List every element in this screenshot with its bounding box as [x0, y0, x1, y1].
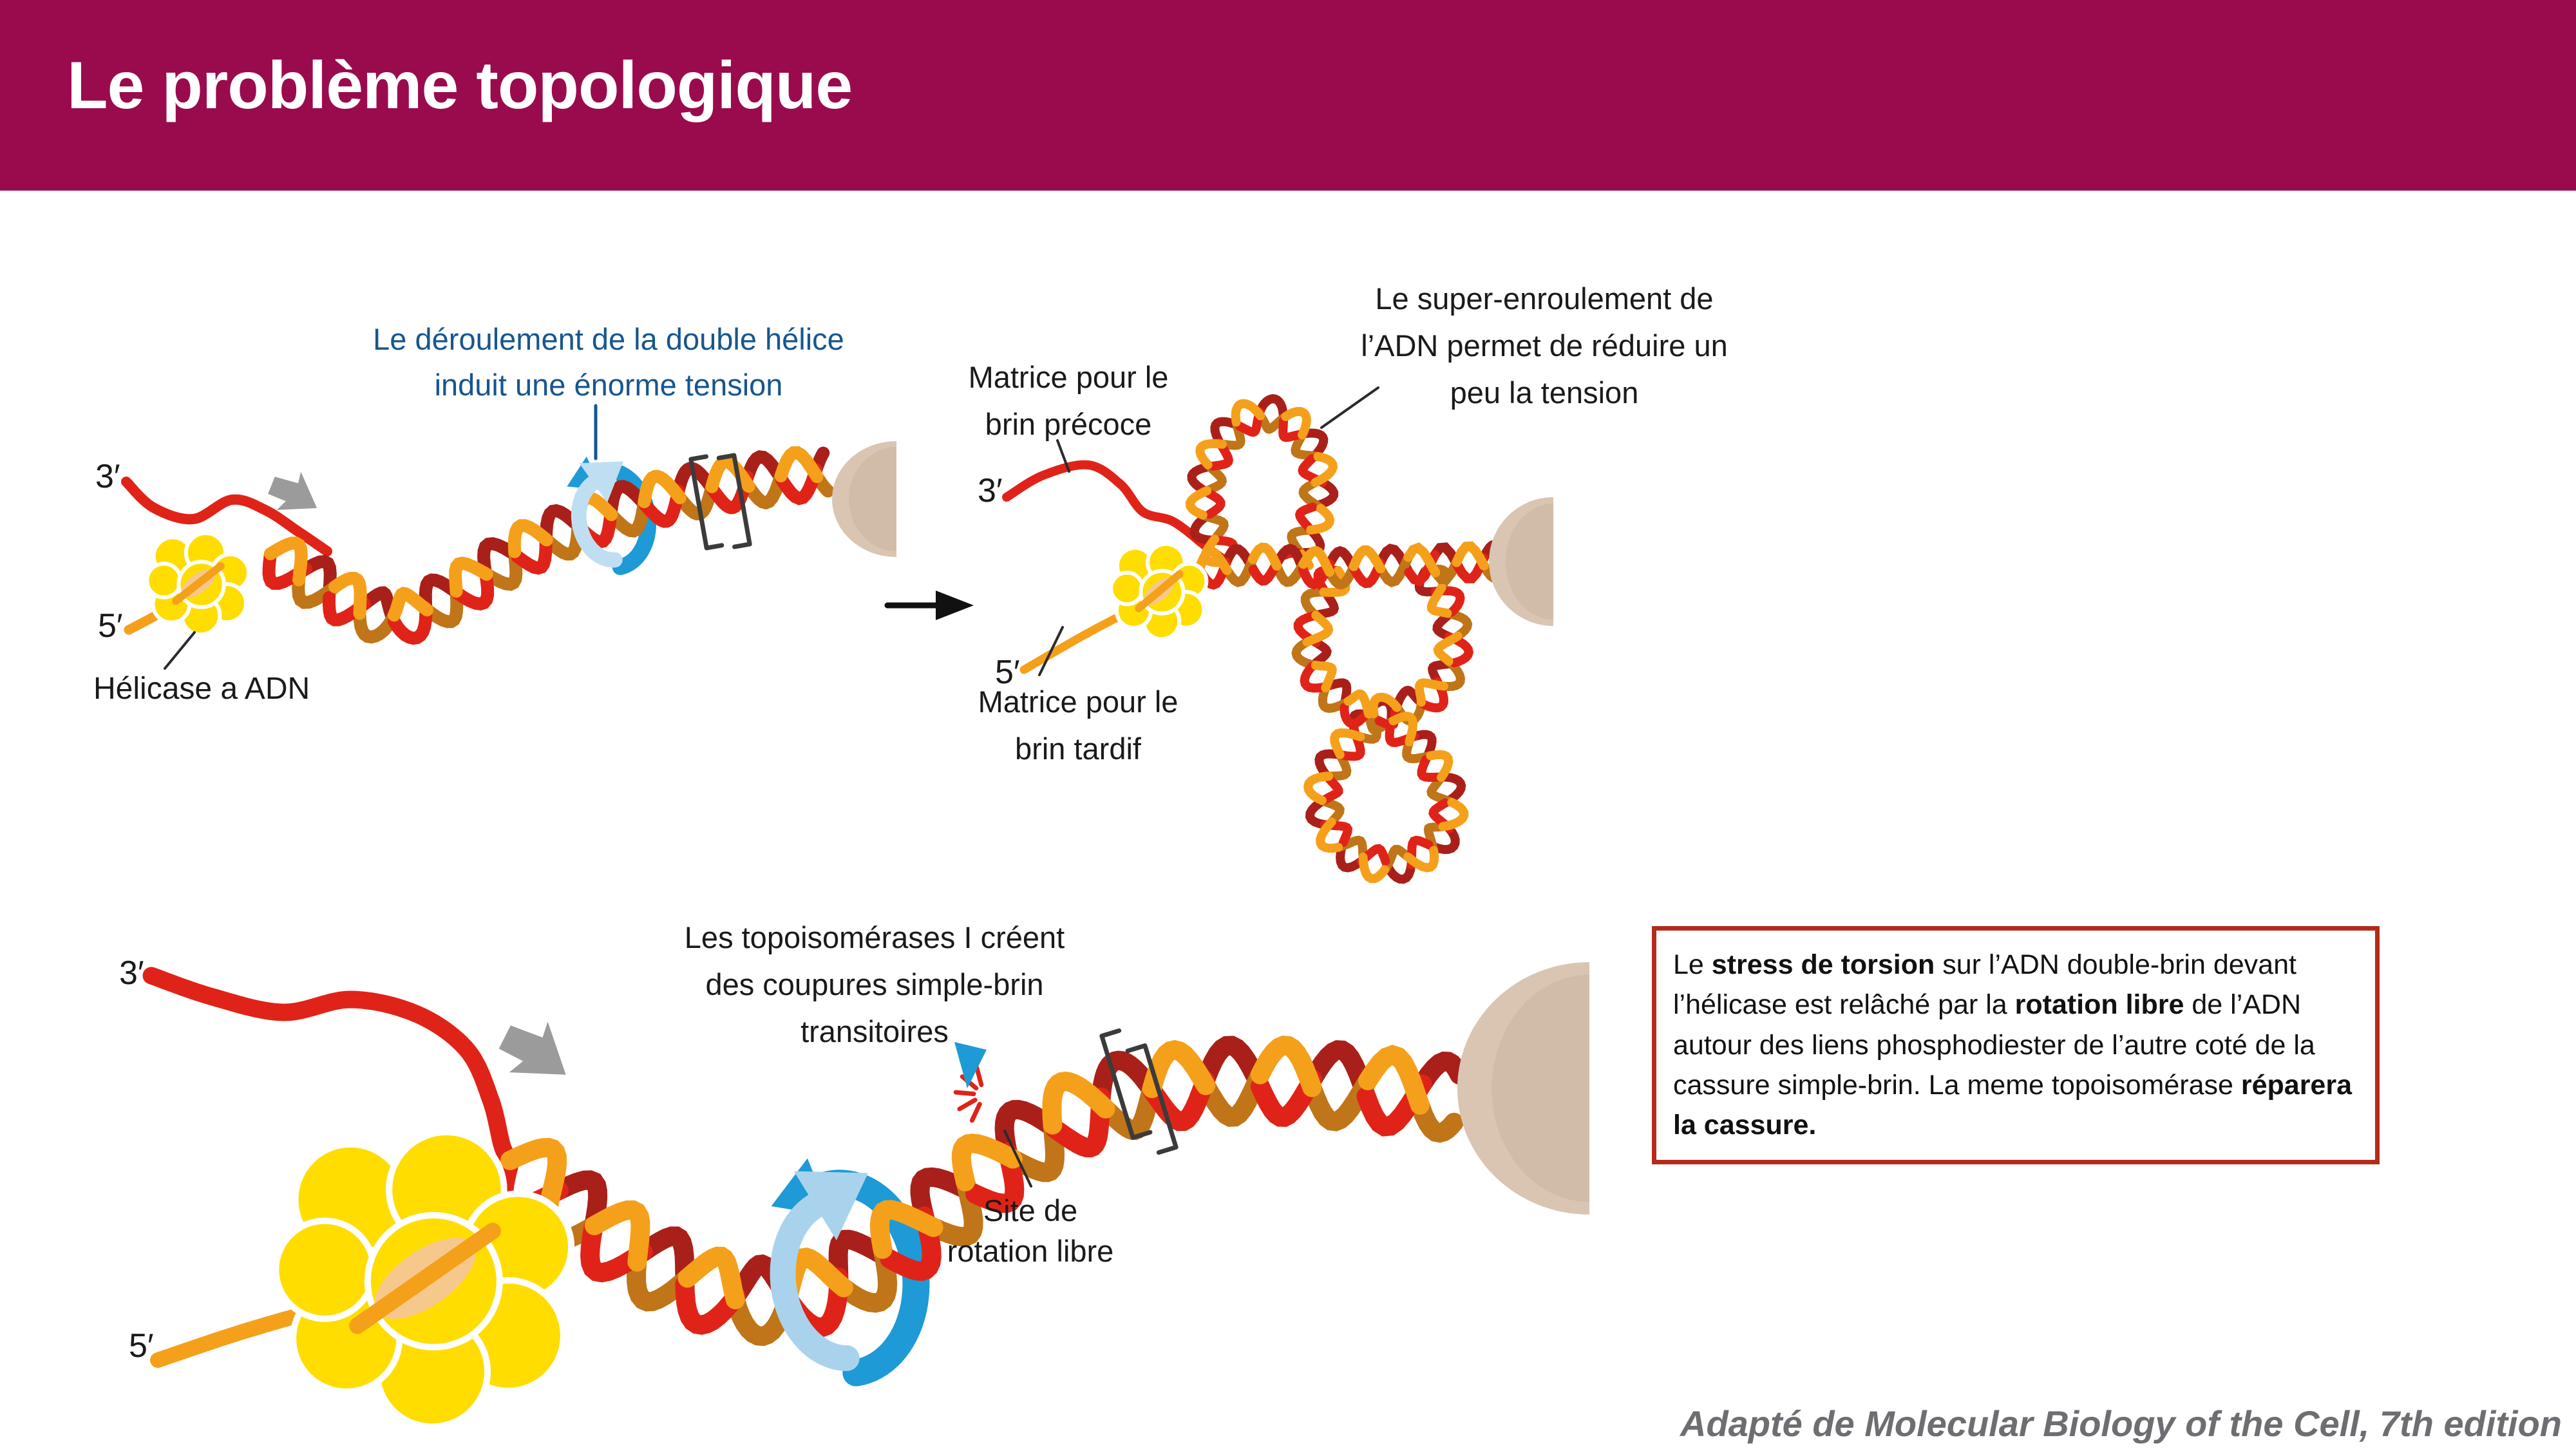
- red-strand: [142, 967, 519, 1168]
- helix-strand: [549, 1036, 1470, 1312]
- rotation-ring-front-icon: [770, 1171, 868, 1371]
- helix-strand: [1194, 541, 1489, 578]
- helicase-lobe: [145, 562, 183, 600]
- title-banner: Le problème topologique: [0, 0, 2576, 191]
- supercoil-caption: Le super-enroulement de l’ADN permet de …: [1361, 281, 1728, 410]
- leading-pointer-line: [1056, 439, 1070, 473]
- nick-ray: [974, 1065, 984, 1088]
- five-prime-label-2: 5′: [995, 654, 1020, 691]
- nick-ray: [957, 1097, 978, 1112]
- unwinding-tension-caption: Le déroulement de la double hélice indui…: [373, 322, 844, 402]
- bracket-left-icon: [1099, 1028, 1153, 1140]
- free-rotation-site-label: Site de rotation libre: [947, 1193, 1114, 1269]
- supercoil-loop: [1185, 394, 1339, 571]
- helix-strand: [264, 446, 824, 622]
- page-title: Le problème topologique: [67, 48, 853, 123]
- step-arrowhead: [936, 591, 974, 620]
- helix-strand: [1222, 552, 1499, 590]
- threading-strand: [1135, 570, 1184, 612]
- nick-ray: [953, 1090, 976, 1097]
- torsion-infobox: Le stress de torsion sur l’ADN double-br…: [1652, 926, 2380, 1164]
- bracket-left-icon: [688, 454, 724, 551]
- five-prime-label-1: 5′: [98, 607, 123, 645]
- rotation-ring-front-icon: [571, 461, 623, 568]
- helix-strand: [1198, 411, 1325, 559]
- step-arrow-icon: [884, 591, 974, 620]
- rotation-arrowhead-icon: [793, 1171, 868, 1240]
- helix-strand: [262, 463, 823, 645]
- replication-machine-cone: [832, 441, 896, 557]
- bracket-right-icon: [1125, 1043, 1179, 1155]
- supercoil-pointer-line: [1320, 386, 1379, 429]
- attribution-text: Adapté de Molecular Biology of the Cell,…: [1680, 1403, 2562, 1444]
- dna-helix: [1194, 540, 1499, 590]
- three-prime-label-1: 3′: [95, 458, 120, 495]
- red-strand: [121, 477, 332, 556]
- ring-light-arc: [571, 475, 623, 568]
- helix-strand: [1221, 540, 1497, 578]
- threading-strand: [172, 562, 225, 605]
- five-prime-label-3: 5′: [129, 1327, 154, 1365]
- cone-body: [1489, 497, 1553, 626]
- bracket-right-icon: [716, 453, 752, 549]
- helicase-blob: [272, 1128, 575, 1430]
- threading-strand: [349, 1222, 501, 1334]
- movement-arrow-icon: [498, 1021, 566, 1075]
- cone-body: [1457, 962, 1589, 1215]
- cone-shade: [849, 447, 896, 551]
- supercoil-figure8: [1291, 564, 1474, 884]
- site-pointer-line: [1003, 1130, 1032, 1188]
- dna-helix: [494, 1036, 1470, 1347]
- replication-machine-cone: [1489, 497, 1553, 626]
- diagram-topoisomerase: [142, 962, 1589, 1430]
- movement-arrow-icon: [268, 471, 317, 510]
- diagram-helicase-tension: [121, 404, 896, 670]
- helicase-blob: [1109, 542, 1209, 641]
- topoisomerase-caption: Les topoisomérases I créent des coupures…: [684, 920, 1065, 1048]
- lagging-template-label: Matrice pour le brin tardif: [978, 685, 1179, 766]
- helicase-lobe: [272, 1217, 377, 1322]
- helicase-pointer-line: [164, 631, 196, 670]
- helicase-blob: [145, 531, 251, 637]
- cone-shade: [1492, 974, 1589, 1202]
- cone-shade: [1506, 504, 1553, 620]
- lagging-pointer-line: [1038, 626, 1064, 676]
- three-prime-label-3: 3′: [119, 954, 144, 992]
- torsion-infobox-text: Le stress de torsion sur l’ADN double-br…: [1673, 949, 2352, 1141]
- helicase-lobe: [1109, 571, 1145, 607]
- replication-machine-cone: [1457, 962, 1589, 1215]
- leading-template-label: Matrice pour le brin précoce: [968, 360, 1169, 441]
- helix-strand: [292, 469, 835, 644]
- helix-strand: [500, 1036, 1430, 1309]
- ring-light-arc: [770, 1193, 860, 1371]
- helicase-label: Hélicase a ADN: [93, 672, 310, 706]
- helix-strand: [1194, 550, 1489, 590]
- cone-body: [832, 441, 896, 557]
- nick-triangle-icon: [954, 1042, 987, 1088]
- helix-strand: [1187, 394, 1339, 558]
- diagram-supercoiling: [884, 386, 1553, 884]
- nick-ray: [969, 1102, 982, 1123]
- three-prime-label-2: 3′: [978, 472, 1003, 509]
- rotation-arrowhead-icon: [579, 461, 623, 503]
